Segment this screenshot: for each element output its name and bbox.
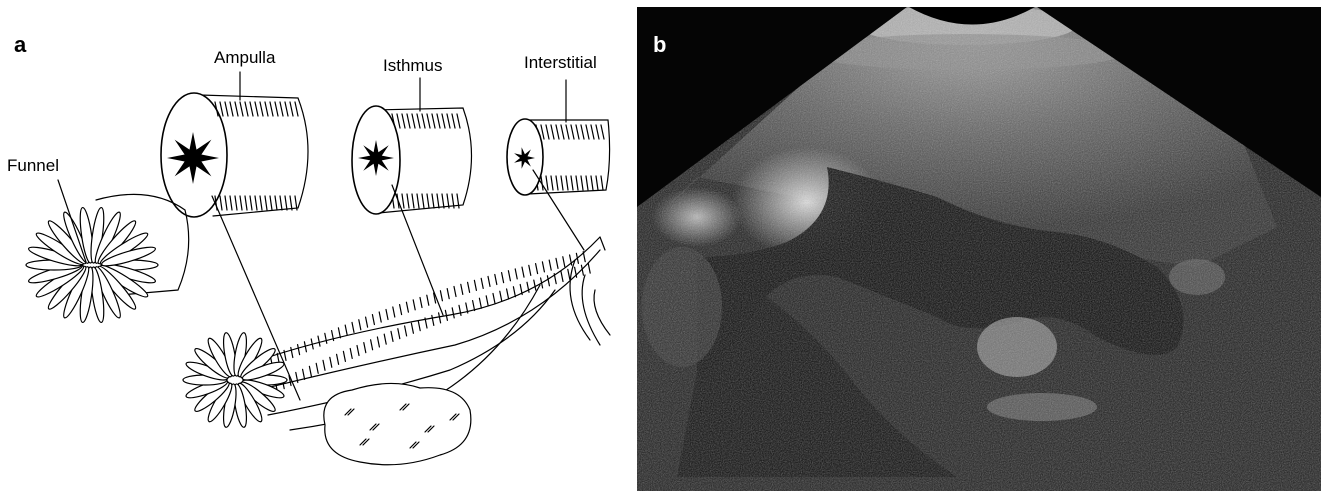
isthmus-lumen xyxy=(358,140,394,176)
funnel-detail xyxy=(26,194,189,323)
ampulla-lumen xyxy=(167,132,219,184)
panel-a-label: a xyxy=(14,34,26,56)
funnel-label: Funnel xyxy=(7,157,59,174)
ultrasound-image xyxy=(637,7,1321,491)
tube-body xyxy=(183,237,605,465)
ampulla-label: Ampulla xyxy=(214,49,275,66)
fallopian-tube-illustration xyxy=(0,0,628,491)
isthmus-label: Isthmus xyxy=(383,57,443,74)
interstitial-label: Interstitial xyxy=(524,54,597,71)
panel-b-label: b xyxy=(653,34,666,56)
diagram-panel-a: a Ampulla Isthmus Interstitial Funnel xyxy=(0,0,628,491)
ultrasound-panel-b: b xyxy=(637,7,1321,491)
